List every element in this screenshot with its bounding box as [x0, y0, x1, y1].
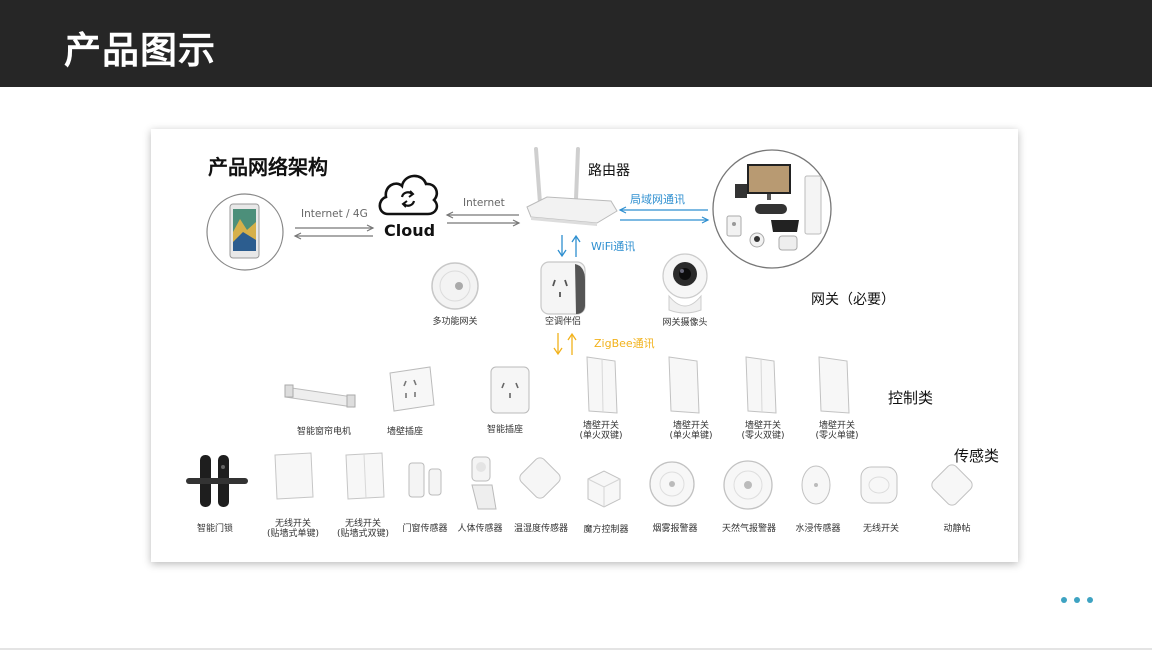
slide-title: 产品图示	[64, 29, 216, 72]
sensor-label-9: 天然气报警器	[721, 524, 776, 534]
control-label-3: 智能插座	[486, 425, 523, 435]
control-category-label: 控制类	[888, 389, 934, 407]
wall-switch-3-icon	[745, 356, 777, 414]
control-label-6-line2: (零火双键)	[741, 431, 785, 441]
control-label-1: 智能窗帘电机	[296, 427, 351, 437]
gateway-category-label: 网关（必要）	[811, 292, 895, 308]
home-devices-circle-icon	[712, 149, 832, 269]
sensor-label-1: 智能门锁	[196, 524, 233, 534]
curtain-motor-icon	[284, 384, 356, 408]
gateway-camera-icon	[662, 253, 708, 314]
sensor-label-7: 魔方控制器	[583, 525, 629, 535]
wall-switch-1-icon	[586, 356, 618, 414]
gas-alarm-icon	[723, 460, 773, 510]
slide-header: 产品图示	[0, 0, 1152, 87]
router-label: 路由器	[588, 163, 630, 179]
motion-sensor-icon	[471, 456, 497, 510]
sensor-label-2-line1: 无线开关	[274, 519, 311, 529]
more-options-icon[interactable]	[1058, 597, 1100, 605]
wall-switch-2-icon	[668, 356, 700, 414]
internet-link-arrows	[445, 211, 521, 227]
control-label-2: 墙壁插座	[386, 427, 423, 437]
sensor-label-6: 温湿度传感器	[513, 524, 568, 534]
cloud-label: Cloud	[384, 221, 436, 240]
zigbee-link-label: ZigBee通讯	[594, 337, 655, 350]
wireless-switch-single-icon	[274, 452, 314, 500]
sensor-category-label: 传感类	[954, 447, 1000, 465]
control-label-4-line1: 墙壁开关	[582, 421, 619, 431]
smart-plug-icon	[490, 366, 530, 414]
sensor-label-2-line2: (贴墙式单键)	[266, 529, 320, 539]
sensor-label-8: 烟雾报警器	[652, 524, 698, 534]
cloud-icon	[378, 174, 439, 216]
sensor-label-3-line1: 无线开关	[344, 519, 381, 529]
sensor-label-12: 动静帖	[943, 524, 971, 534]
control-label-5-line2: (单火单键)	[669, 431, 713, 441]
gateway-label-1: 多功能网关	[432, 317, 478, 327]
lan-link-label: 局域网通讯	[630, 193, 685, 206]
sensor-label-11: 无线开关	[862, 524, 899, 534]
sensor-label-4: 门窗传感器	[402, 524, 448, 534]
bottom-divider	[0, 648, 1152, 650]
architecture-diagram-card: 产品网络架构 Cloud Internet / 4G Internet	[151, 129, 1018, 562]
vibration-sensor-icon	[931, 464, 973, 506]
smart-lock-icon	[186, 455, 248, 507]
diagram-title: 产品网络架构	[208, 155, 328, 179]
wireless-button-icon	[860, 466, 898, 504]
lan-link-arrows	[618, 206, 710, 224]
gateway-label-2: 空调伴侣	[544, 317, 581, 327]
internet-4g-link-arrows	[293, 224, 375, 240]
router-icon	[526, 147, 618, 226]
wall-socket-icon	[389, 366, 435, 412]
control-label-5-line1: 墙壁开关	[672, 421, 709, 431]
sensor-label-5: 人体传感器	[457, 524, 503, 534]
sensor-label-3-line2: (贴墙式双键)	[336, 529, 390, 539]
door-window-sensor-icon	[408, 462, 442, 498]
smoke-alarm-icon	[649, 461, 695, 507]
gateway-label-3: 网关摄像头	[662, 318, 708, 328]
water-leak-sensor-icon	[801, 465, 831, 505]
sensor-label-10: 水浸传感器	[795, 524, 841, 534]
control-label-7-line1: 墙壁开关	[818, 421, 855, 431]
temp-humidity-sensor-icon	[519, 457, 561, 499]
phone-circle-icon	[206, 193, 284, 271]
control-label-4-line2: (单火双键)	[579, 431, 623, 441]
internet-4g-link-label: Internet / 4G	[301, 208, 368, 220]
ac-companion-icon	[540, 261, 586, 315]
wall-switch-4-icon	[818, 356, 850, 414]
control-label-7-line2: (零火单键)	[815, 431, 859, 441]
wireless-switch-double-icon	[345, 452, 385, 500]
zigbee-link-arrows	[553, 332, 577, 356]
magic-cube-icon	[587, 470, 621, 508]
internet-link-label: Internet	[463, 197, 505, 209]
wifi-link-label: WiFi通讯	[591, 240, 636, 253]
control-label-6-line1: 墙壁开关	[744, 421, 781, 431]
multifunction-gateway-icon	[431, 262, 479, 310]
wifi-link-arrows	[557, 234, 581, 258]
